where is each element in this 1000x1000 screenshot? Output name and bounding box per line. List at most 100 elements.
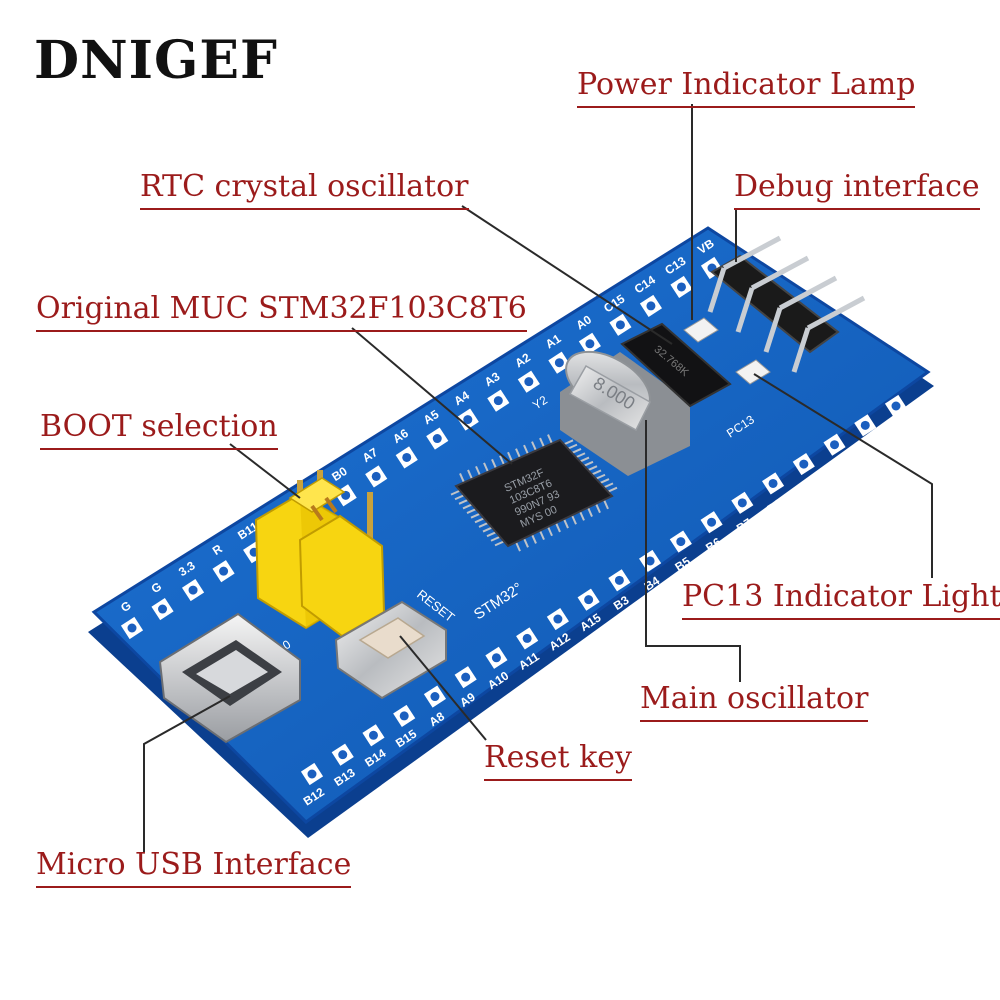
top-pin-hole (585, 339, 595, 349)
chip-pin (547, 526, 553, 537)
chip-pin (474, 517, 485, 524)
chip-pin (531, 441, 537, 452)
bottom-pin-hole (891, 401, 901, 411)
boot-jumpers (254, 470, 386, 638)
chip-pin (555, 522, 561, 533)
bottom-pin-hole (768, 478, 778, 488)
chip-pin (491, 458, 497, 469)
top-pin-hole (127, 623, 137, 633)
bottom-pin-hole (614, 575, 624, 585)
top-pin-hole (158, 604, 168, 614)
debug-pin-leg (707, 267, 727, 313)
chip-pin (595, 503, 601, 514)
chip-pin (571, 448, 582, 454)
chip-pin (450, 489, 461, 496)
bottom-pin-hole (737, 498, 747, 508)
chip-pin (547, 434, 553, 444)
chip-pin (515, 541, 521, 552)
chip-pin (539, 437, 545, 448)
bottom-pin-hole (830, 440, 840, 450)
chip-pin (571, 514, 577, 525)
bottom-pin-hole (368, 730, 378, 740)
chip-pin (466, 508, 477, 514)
chip-pin (486, 531, 497, 538)
top-pin-hole (432, 434, 442, 444)
bottom-pin-hole (553, 614, 563, 624)
top-pin-hole (188, 585, 198, 595)
chip-pin (563, 518, 569, 529)
top-pin-hole (646, 301, 656, 311)
chip-pin (458, 498, 469, 505)
debug-pin (778, 275, 838, 311)
chip-pin (583, 460, 594, 467)
label-power-indicator-lamp: Power Indicator Lamp (577, 70, 916, 108)
debug-pin-leg (735, 287, 755, 333)
leader-mcu (351, 327, 513, 465)
chip-pin (539, 530, 545, 541)
power-led (683, 317, 719, 343)
chip-pin (490, 535, 501, 542)
silk-y2: Y2 (530, 393, 550, 413)
chip-pin (587, 465, 598, 472)
micro-usb-connector (158, 612, 301, 744)
debug-pin (750, 255, 810, 291)
chip-pin (459, 473, 465, 483)
brand-logo: DNIGEF (34, 30, 278, 91)
bottom-pin-hole (461, 672, 471, 682)
chip-pin (523, 537, 529, 548)
chip-pin (507, 451, 513, 462)
leader-reset (399, 635, 487, 741)
bottom-pin-hole (399, 711, 409, 721)
debug-pin (806, 295, 866, 331)
chip-pin (579, 456, 590, 463)
chip-pin (523, 444, 529, 455)
bottom-pin-hole (707, 517, 717, 527)
bottom-pin-label: 5V (826, 458, 846, 478)
top-pin-hole (402, 452, 412, 462)
bottom-pin-hole (860, 420, 870, 430)
top-pin-hole (554, 358, 564, 368)
debug-pin-leg (763, 307, 783, 353)
chip-pin (483, 462, 489, 473)
top-pin-hole (524, 377, 534, 387)
label-mcu: Original MUC STM32F103C8T6 (36, 294, 527, 332)
label-rtc-crystal-oscillator: RTC crystal oscillator (140, 172, 469, 210)
leader-usb (143, 695, 231, 852)
leader-pc13 (753, 373, 933, 578)
chip-pin (579, 510, 585, 521)
top-pin-hole (463, 415, 473, 425)
chip-pin (478, 522, 489, 528)
debug-pin (722, 235, 782, 271)
chip-pin (607, 486, 618, 493)
label-micro-usb-interface: Micro USB Interface (36, 850, 352, 888)
chip-pin (591, 469, 602, 476)
main-crystal: 8.000 (560, 350, 690, 476)
chip-pin (563, 439, 574, 446)
chip-pin (467, 469, 473, 480)
pc13-led (735, 359, 771, 385)
chip-pin (475, 465, 481, 476)
label-main-oscillator: Main oscillator (640, 684, 869, 722)
chip-pin (462, 503, 473, 510)
rtc-crystal: 32.768K (620, 322, 732, 408)
leader-rtc (461, 205, 673, 345)
stm32-chip: STM32F 103C8T6 990N7 93 MYS 00 (450, 434, 618, 552)
label-reset-key: Reset key (484, 743, 632, 781)
chip-pin (567, 443, 578, 450)
leader-boot (229, 443, 301, 499)
chip-pin (599, 478, 610, 484)
chip-pin (515, 448, 521, 459)
label-pc13-indicator-light: PC13 Indicator Light (682, 582, 1000, 620)
reset-button (334, 600, 447, 700)
bottom-pin-hole (799, 459, 809, 469)
bottom-pin-hole (338, 750, 348, 760)
chip-pin (499, 455, 505, 466)
top-pin-hole (219, 566, 229, 576)
chip-pin (603, 499, 609, 510)
chip-pin (454, 494, 465, 501)
top-pin-hole (371, 471, 381, 481)
chip-pin (494, 540, 505, 547)
chip-pin (587, 507, 593, 517)
